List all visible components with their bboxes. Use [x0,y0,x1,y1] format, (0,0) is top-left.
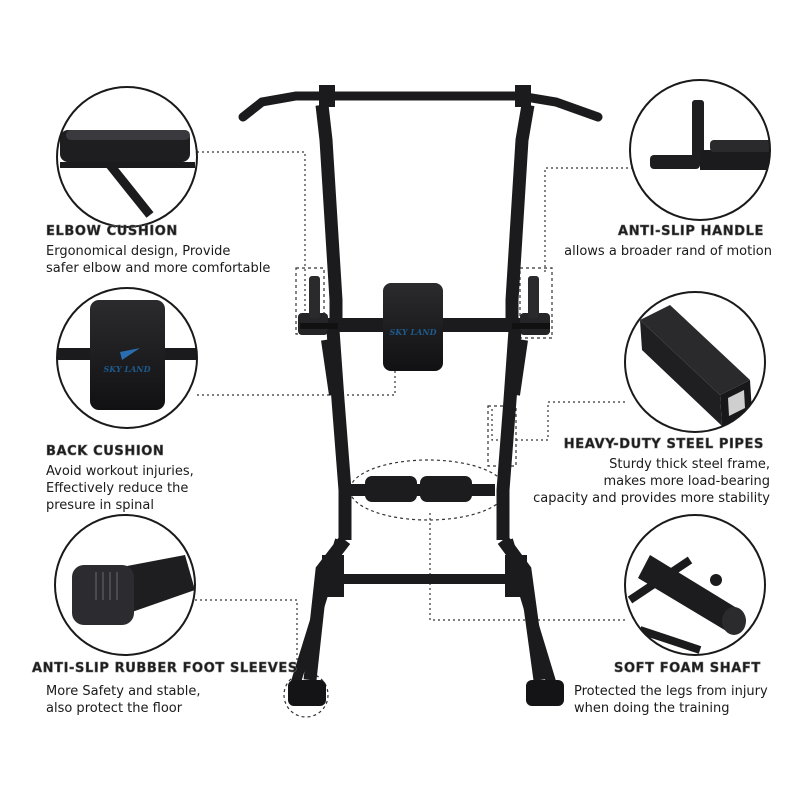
feature-title-foam-shaft: SOFT FOAM SHAFT [614,661,761,677]
desc-line: Protected the legs from injury [574,684,768,699]
foot-sleeve-icon [54,514,196,656]
foam-shaft-icon [624,514,766,656]
feature-desc-foam-shaft: Protected the legs from injury when doin… [574,683,768,717]
feature-title-steel-pipes: HEAVY-DUTY STEEL PIPES [563,437,764,453]
desc-line: makes more load-bearing [603,474,770,489]
feature-desc-anti-slip-handle: allows a broader rand of motion [564,243,772,260]
feature-desc-foot-sleeves: More Safety and stable, also protect the… [46,683,201,717]
feature-title-elbow-cushion: ELBOW CUSHION [46,224,178,240]
power-tower-frame: SKY LAND [238,85,603,706]
feature-desc-back-cushion: Avoid workout injuries, Effectively redu… [46,463,194,514]
desc-line: also protect the floor [46,701,183,716]
feature-desc-steel-pipes: Sturdy thick steel frame, makes more loa… [533,456,770,507]
handle-icon [629,79,771,221]
feature-title-foot-sleeves: ANTI-SLIP RUBBER FOOT SLEEVES [32,661,298,677]
desc-line: safer elbow and more comfortable [46,261,271,276]
desc-line: presure in spinal [46,498,154,513]
desc-line: when doing the training [574,701,730,716]
desc-line: capacity and provides more stability [533,491,770,506]
desc-line: Effectively reduce the [46,481,189,496]
feature-desc-elbow-cushion: Ergonomical design, Provide safer elbow … [46,243,270,277]
desc-line: Sturdy thick steel frame, [609,457,770,472]
desc-line: Ergonomical design, Provide [46,244,231,259]
connector-lines [195,151,633,690]
feature-title-back-cushion: BACK CUSHION [46,444,165,460]
elbow-cushion-icon [56,86,198,228]
back-cushion-logo: SKY LAND [389,327,436,337]
desc-line: allows a broader rand of motion [564,244,772,259]
desc-line: More Safety and stable, [46,684,201,699]
desc-line: Avoid workout injuries, [46,464,194,479]
feature-title-anti-slip-handle: ANTI-SLIP HANDLE [618,224,764,240]
svg-text:SKY LAND: SKY LAND [103,364,150,374]
back-cushion-icon: SKY LAND [56,287,198,429]
steel-pipe-icon [624,291,766,433]
